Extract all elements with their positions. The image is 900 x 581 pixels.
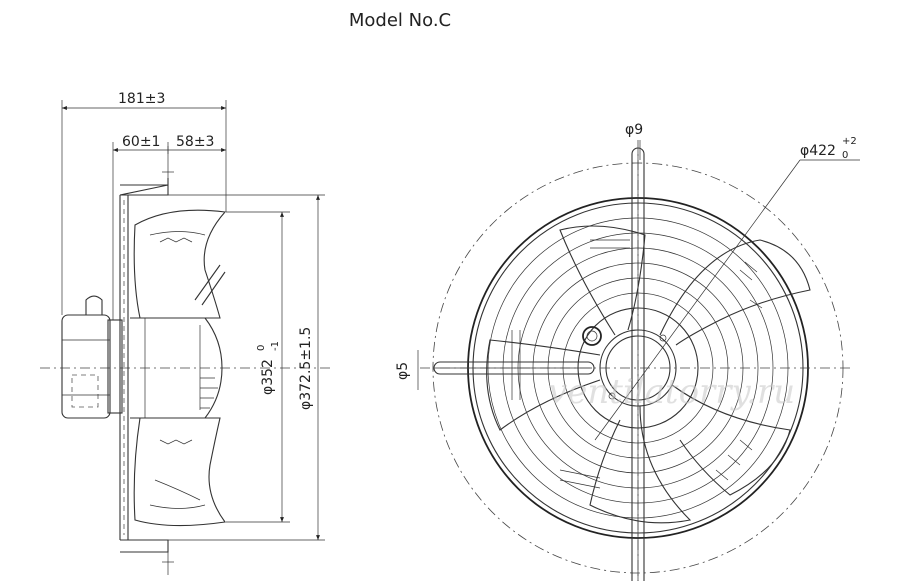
front-blades	[486, 225, 811, 524]
svg-text:φ5: φ5	[395, 362, 411, 380]
watermark: ventilatorry.ru	[548, 372, 795, 412]
side-view: 181±3 60±1 58±3 φ352 0 -1 φ372.5±1.5	[40, 91, 330, 575]
front-view: φ9 φ422 +2 0 φ5 ventilatorry.ru	[395, 122, 860, 581]
svg-text:0: 0	[256, 345, 267, 351]
dim-outer-dia: φ422 +2 0	[800, 136, 857, 161]
leader-outer-dia	[594, 159, 801, 441]
blade-lower	[133, 417, 226, 527]
dim-depth-b: 58±3	[176, 134, 214, 150]
dim-depth-a: 60±1	[122, 134, 160, 150]
svg-text:φ352: φ352	[260, 359, 276, 395]
dim-slot-dia: φ5	[395, 362, 411, 380]
mounting-bars	[420, 140, 850, 581]
mount-bracket	[119, 178, 169, 553]
svg-text:+2: +2	[842, 136, 857, 147]
dim-impeller-dia: φ352 0 -1	[256, 341, 281, 395]
blade-upper	[133, 209, 227, 319]
hub	[130, 317, 223, 419]
dim-depth-total: 181±3	[118, 91, 165, 107]
drawing-title: Model No.C	[348, 10, 452, 31]
motor	[61, 295, 123, 419]
svg-text:φ372.5±1.5: φ372.5±1.5	[298, 327, 314, 410]
svg-text:0: 0	[842, 150, 848, 161]
dim-hole-dia: φ9	[625, 122, 643, 138]
svg-text:-1: -1	[270, 341, 281, 351]
dim-mount-dia: φ372.5±1.5	[298, 327, 314, 410]
svg-text:φ422: φ422	[800, 143, 836, 159]
